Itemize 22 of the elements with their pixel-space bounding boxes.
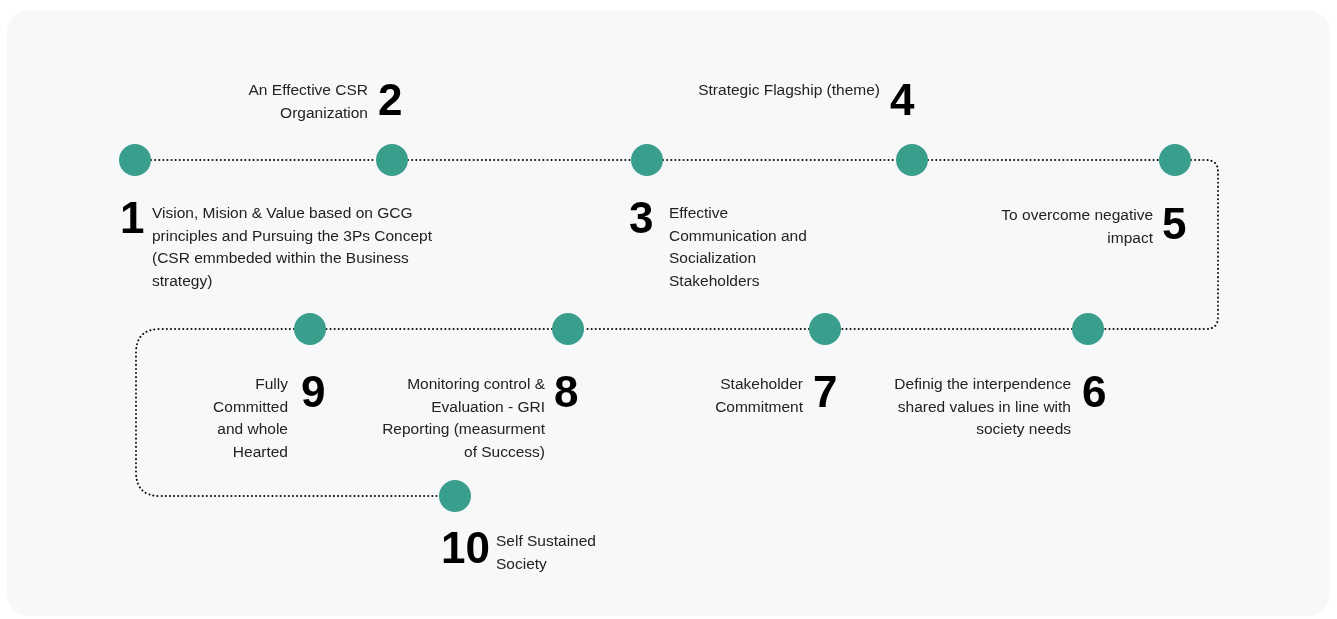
step-number: 9: [301, 368, 326, 416]
step-number: 2: [378, 76, 403, 124]
step-number: 6: [1082, 368, 1107, 416]
step-number: 1: [120, 194, 145, 242]
step-description: Monitoring control & Evaluation - GRI Reporting (measurment of Success): [381, 374, 545, 462]
step-description: Vision, Mision & Value based on GCG principles and Pursuing the 3Ps Concept (CSR emmbeded within the Business strategy): [152, 203, 434, 291]
step-description: Effective Communication and Socialization Stakeholders: [669, 203, 808, 291]
step-description: To overcome negative impact: [1000, 205, 1153, 248]
step-description: Self Sustained Society: [496, 531, 597, 574]
step-description: Strategic Flagship (theme): [697, 80, 880, 100]
dotted-connector: [135, 328, 440, 497]
step-number: 8: [554, 368, 579, 416]
step-number: 10: [441, 524, 490, 572]
step-description: Definig the interpendence shared values in line with society needs: [893, 374, 1071, 439]
step-number: 3: [629, 194, 654, 242]
step-number: 4: [890, 76, 915, 124]
step-number: 7: [813, 368, 838, 416]
step-description: An Effective CSR Organization: [247, 80, 368, 123]
dotted-connector: [1103, 159, 1219, 330]
step-description: Fully Committed and whole Hearted: [212, 374, 288, 462]
step-number: 5: [1162, 200, 1187, 248]
step-description: Stakeholder Commitment: [714, 374, 803, 417]
